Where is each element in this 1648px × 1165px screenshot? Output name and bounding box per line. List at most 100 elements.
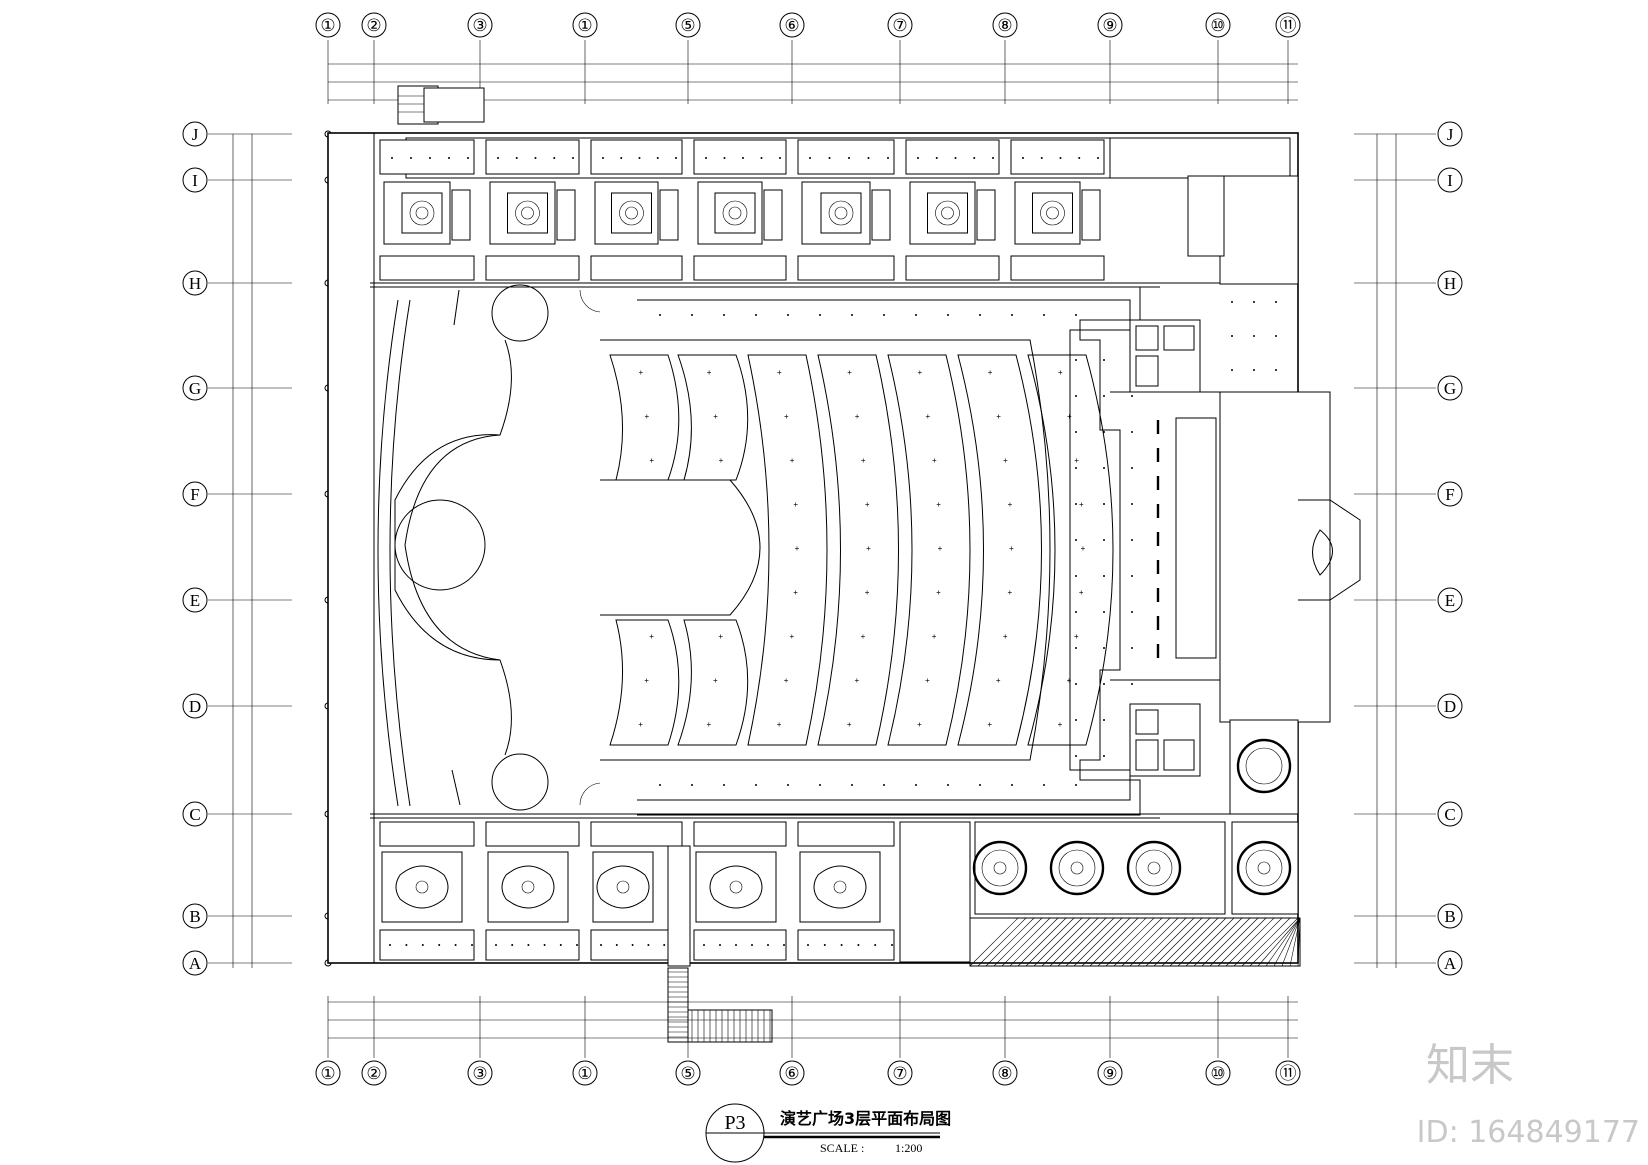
grid-column-label: ⑩ <box>1210 1064 1225 1083</box>
hatched-zone <box>969 917 1301 967</box>
ceiling-light-mark: + <box>1067 676 1072 685</box>
ceiling-light-mark: + <box>649 456 654 465</box>
right-dimension-lines <box>1376 134 1397 968</box>
grid-column-bubble: ① <box>572 12 598 38</box>
grid-row-label: E <box>190 591 200 610</box>
ceiling-light-mark: + <box>932 632 937 641</box>
ceiling-light-mark: + <box>1003 456 1008 465</box>
grid-column-label: ⑦ <box>892 1064 907 1083</box>
grid-row-bubble: B <box>182 903 208 929</box>
top-stair <box>397 85 485 125</box>
grid-column-bubble: ⑦ <box>887 1060 913 1086</box>
grid-row-bubble: C <box>182 801 208 827</box>
grid-column-label: ② <box>366 16 381 35</box>
grid-row-label: D <box>1444 697 1456 716</box>
grid-row-bubble: E <box>182 587 208 613</box>
ceiling-light-mark: + <box>917 720 922 729</box>
grid-column-bubble: ③ <box>467 12 493 38</box>
ceiling-light-mark: + <box>932 456 937 465</box>
ceiling-light-mark: + <box>644 676 649 685</box>
grid-row-label: I <box>1447 171 1453 190</box>
watermark-id: ID: 164849177 <box>1417 1115 1640 1150</box>
ceiling-light-mark: + <box>793 588 798 597</box>
grid-column-label: ② <box>366 1064 381 1083</box>
grid-row-label: H <box>1444 274 1456 293</box>
ceiling-light-mark: + <box>1009 544 1014 553</box>
grid-row-label: E <box>1445 591 1455 610</box>
ceiling-light-mark: + <box>854 676 859 685</box>
grid-row-label: B <box>1444 907 1455 926</box>
ceiling-light-mark: + <box>793 500 798 509</box>
ceiling-light-mark: + <box>987 720 992 729</box>
ceiling-light-mark: + <box>936 588 941 597</box>
bottom-stair <box>667 967 773 1043</box>
ceiling-light-mark: + <box>866 544 871 553</box>
grid-column-bubble: ① <box>315 12 341 38</box>
grid-column-label: ① <box>577 1064 592 1083</box>
ceiling-light-mark: + <box>938 544 943 553</box>
grid-column-label: ⑤ <box>680 16 695 35</box>
ceiling-light-grid: ++++++++++++++++++++++++++++++++++++++++… <box>638 199 1277 786</box>
grid-column-bubble: ⑪ <box>1275 12 1301 38</box>
grid-column-label: ⑤ <box>680 1064 695 1083</box>
ceiling-light-mark: + <box>777 368 782 377</box>
ceiling-light-mark: + <box>649 632 654 641</box>
ceiling-light-mark: + <box>925 412 930 421</box>
round-fixture <box>972 840 1028 896</box>
ceiling-light-mark: + <box>718 632 723 641</box>
ceiling-light-mark: + <box>1058 368 1063 377</box>
ceiling-light-mark: + <box>713 412 718 421</box>
ceiling-light-mark: + <box>861 456 866 465</box>
grid-row-label: J <box>1447 125 1454 144</box>
ceiling-light-mark: + <box>847 720 852 729</box>
grid-row-bubble: J <box>1437 121 1463 147</box>
ceiling-light-mark: + <box>707 368 712 377</box>
grid-row-bubble: A <box>182 950 208 976</box>
ceiling-light-mark: + <box>918 368 923 377</box>
ceiling-light-mark: + <box>789 632 794 641</box>
grid-column-label: ⑪ <box>1280 1064 1297 1083</box>
grid-column-bubble: ① <box>572 1060 598 1086</box>
grid-column-bubble: ③ <box>467 1060 493 1086</box>
ceiling-light-mark: + <box>1058 720 1063 729</box>
grid-column-label: ⑧ <box>997 16 1012 35</box>
grid-column-bubble: ⑦ <box>887 12 913 38</box>
ceiling-light-mark: + <box>713 676 718 685</box>
ceiling-light-mark: + <box>847 368 852 377</box>
grid-column-bubble: ② <box>361 1060 387 1086</box>
ceiling-light-mark: + <box>795 544 800 553</box>
grid-row-bubble: I <box>182 167 208 193</box>
grid-row-label: F <box>190 485 199 504</box>
watermark: 知末 ID: 164849177 <box>1417 1040 1640 1150</box>
scale-value: 1:200 <box>895 1141 922 1155</box>
round-fixture <box>1126 840 1182 896</box>
grid-row-bubble: J <box>182 121 208 147</box>
grid-row-bubble: C <box>1437 801 1463 827</box>
grid-row-bubble: F <box>182 481 208 507</box>
ceiling-light-mark: + <box>1008 500 1013 509</box>
ceiling-light-mark: + <box>784 412 789 421</box>
watermark-logo: 知末 <box>1426 1040 1514 1091</box>
grid-column-label: ⑨ <box>1102 1064 1117 1083</box>
grid-row-label: J <box>192 125 199 144</box>
ceiling-light-mark: + <box>784 676 789 685</box>
ceiling-light-mark: + <box>936 500 941 509</box>
grid-row-bubble: D <box>182 693 208 719</box>
ceiling-light-mark: + <box>865 500 870 509</box>
seating-tiers <box>600 354 1114 746</box>
stage-area <box>377 284 601 811</box>
grid-column-bubble: ② <box>361 12 387 38</box>
grid-column-bubble: ① <box>315 1060 341 1086</box>
lower-right-block <box>969 821 1301 967</box>
top-dimension-lines <box>328 63 1298 101</box>
top-room-row <box>379 137 1291 281</box>
grid-row-bubble: A <box>1437 950 1463 976</box>
grid-row-label: H <box>189 274 201 293</box>
grid-row-label: I <box>192 171 198 190</box>
grid-row-bubble: I <box>1437 167 1463 193</box>
grid-row-label: G <box>189 379 201 398</box>
ceiling-light-mark: + <box>790 456 795 465</box>
grid-column-label: ⑧ <box>997 1064 1012 1083</box>
grid-column-label: ⑨ <box>1102 16 1117 35</box>
